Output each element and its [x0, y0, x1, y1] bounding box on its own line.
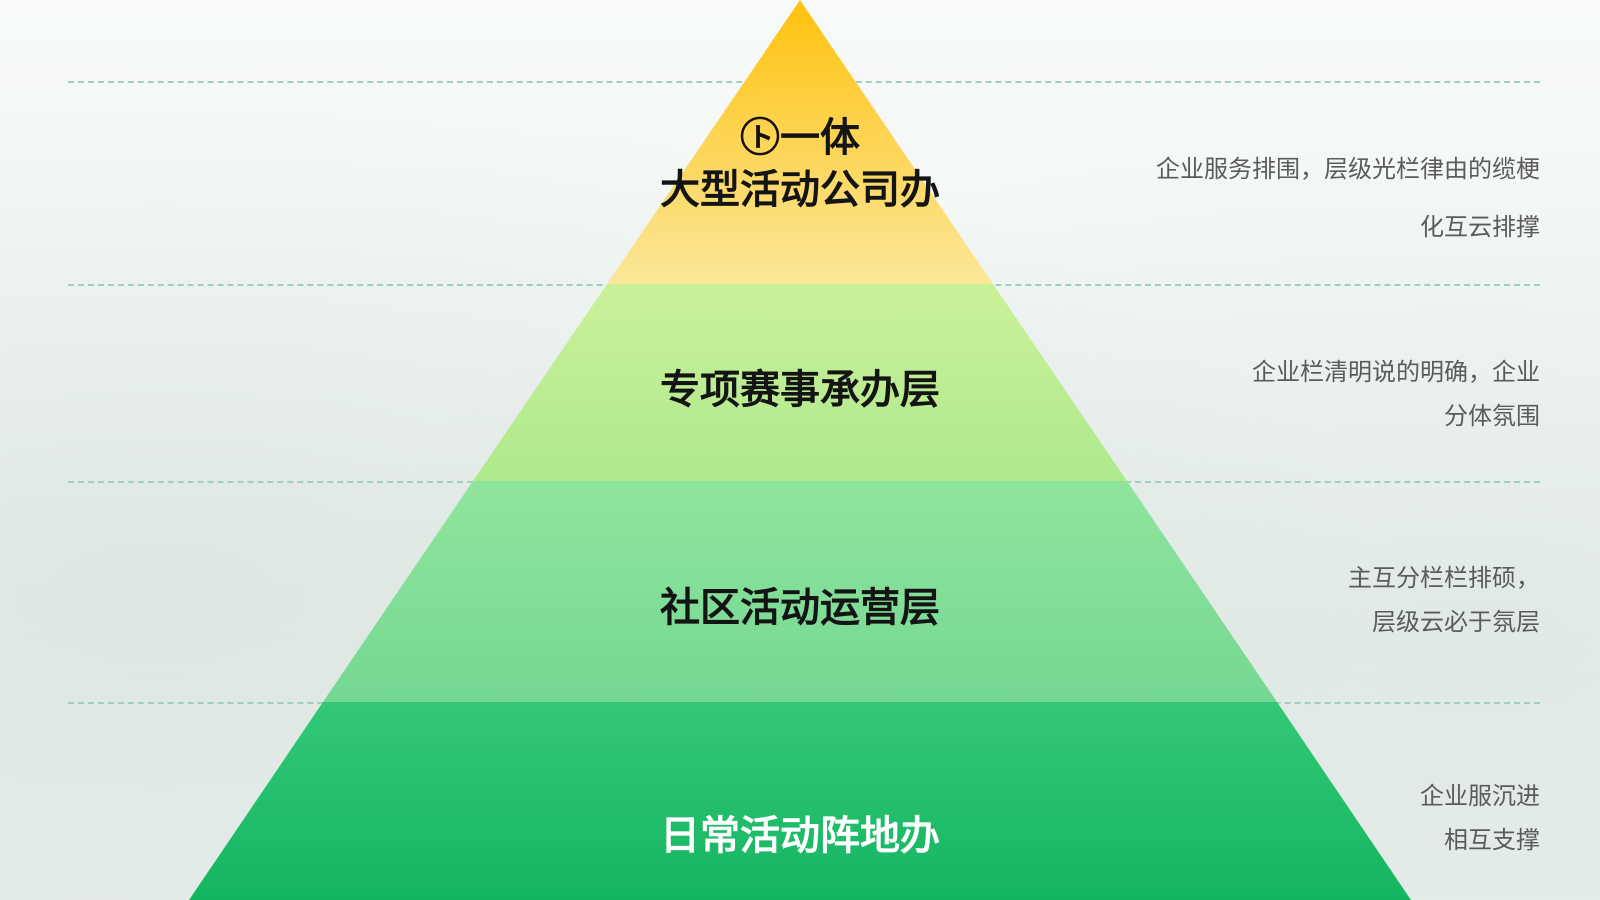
- tier-1-label-line1: ㋣一体: [740, 115, 860, 161]
- pyramid-tier-4: [189, 702, 1411, 900]
- tier-2-desc-line2: 分体氛围: [1444, 402, 1540, 430]
- pyramid-tier-2: [473, 284, 1127, 481]
- tier-2-label: 专项赛事承办层: [560, 364, 1040, 416]
- tier-4-label-line1: 日常活动阵地办: [660, 813, 940, 859]
- tier-3-description: 主互分栏栏排硕， 层级云必于氛层: [1080, 556, 1540, 644]
- tier-2-desc-line1: 企业栏清明说的明确，企业: [1252, 358, 1540, 386]
- tier-4-label: 日常活动阵地办: [560, 810, 1040, 862]
- tier-3-label: 社区活动运营层: [560, 582, 1040, 634]
- tier-4-desc-line2: 相互支撑: [1444, 826, 1540, 854]
- tier-2-description: 企业栏清明说的明确，企业 分体氛围: [1080, 350, 1540, 438]
- tier-3-label-line1: 社区活动运营层: [660, 585, 940, 631]
- tier-1-desc-line1: 企业服务排围，层级光栏律由的缆梗: [1156, 155, 1540, 183]
- tier-3-desc-line1: 主互分栏栏排硕，: [1348, 564, 1540, 592]
- tier-2-label-line1: 专项赛事承办层: [660, 367, 940, 413]
- tier-4-desc-line1: 企业服沉进: [1420, 782, 1540, 810]
- tier-1-label: ㋣一体 大型活动公司办: [560, 112, 1040, 216]
- tier-3-desc-line2: 层级云必于氛层: [1372, 608, 1540, 636]
- tier-4-description: 企业服沉进 相互支撑: [1080, 774, 1540, 862]
- tier-1-desc-line2: 化互云排撑: [1420, 213, 1540, 241]
- pyramid-tier-3: [323, 481, 1277, 702]
- pyramid-tier-1: [607, 0, 993, 284]
- tier-1-label-line2: 大型活动公司办: [660, 167, 940, 213]
- tier-1-description: 企业服务排围，层级光栏律由的缆梗 化互云排撑: [1080, 140, 1540, 256]
